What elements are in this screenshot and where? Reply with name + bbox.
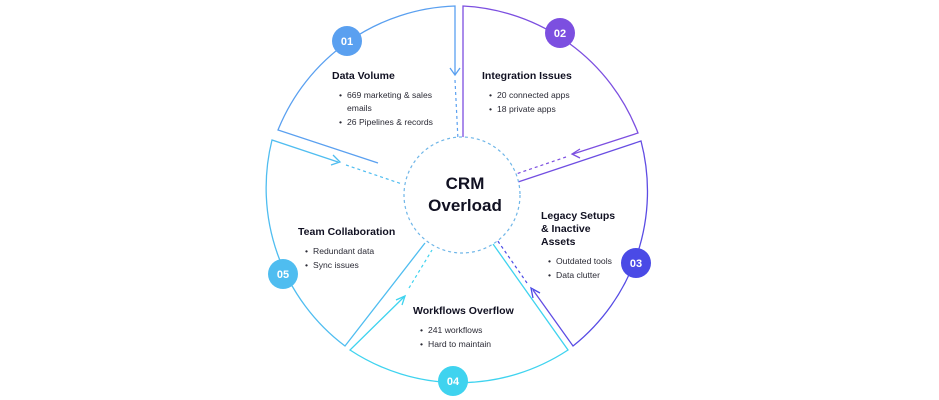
- connector-03: [494, 236, 528, 284]
- segment-03-bullets: Outdated tools Data clutter: [541, 255, 625, 282]
- arrowhead-05: [330, 154, 342, 166]
- badge-05-circle: [268, 259, 298, 289]
- segment-01-bullets: 669 marketing & sales emails 26 Pipeline…: [332, 89, 450, 129]
- connector-02: [509, 156, 567, 177]
- badge-02-circle: [545, 18, 575, 48]
- badge-05-number: 05: [277, 269, 289, 281]
- center-title-line2: Overload: [428, 196, 502, 215]
- segment-01-text: Data Volume 669 marketing & sales emails…: [332, 70, 450, 130]
- arrowhead-04: [395, 294, 407, 306]
- segment-01-title: Data Volume: [332, 70, 395, 82]
- badge-01-number: 01: [341, 36, 353, 48]
- segment-04-bullets: 241 workflows Hard to maintain: [413, 324, 533, 351]
- badge-02-number: 02: [554, 28, 566, 40]
- segment-01-bullet-2: 26 Pipelines & records: [339, 116, 450, 129]
- badge-03-number: 03: [630, 258, 642, 270]
- segment-01-bullet-1: 669 marketing & sales emails: [339, 89, 450, 115]
- segment-02-bullet-2: 18 private apps: [489, 103, 602, 116]
- connector-01: [454, 79, 459, 141]
- segment-02-title: Integration Issues: [482, 70, 572, 82]
- segment-05-bullets: Redundant data Sync issues: [298, 245, 408, 272]
- segment-03-text: Legacy Setups & Inactive Assets Outdated…: [541, 210, 625, 283]
- center-circle: [403, 136, 521, 254]
- arrowhead-01: [449, 67, 461, 77]
- connector-04: [408, 249, 433, 289]
- arrowhead-02: [570, 148, 581, 159]
- badge-02: 02: [545, 18, 575, 48]
- segment-03-title: Legacy Setups & Inactive Assets: [541, 210, 616, 248]
- center-title: CRM Overload: [405, 173, 525, 217]
- center-title-line1: CRM: [445, 174, 485, 193]
- arrowhead-03: [530, 286, 541, 299]
- segment-02-bullets: 20 connected apps 18 private apps: [482, 89, 602, 116]
- segment-03-bullet-2: Data clutter: [548, 269, 625, 282]
- segment-outline-05: [265, 139, 426, 347]
- badge-01: 01: [332, 26, 362, 56]
- segment-05-title: Team Collaboration: [298, 226, 396, 238]
- segment-04-bullet-1: 241 workflows: [420, 324, 533, 337]
- segment-02-bullet-1: 20 connected apps: [489, 89, 602, 102]
- badge-04-circle: [438, 366, 468, 396]
- badge-04-number: 04: [447, 376, 460, 388]
- badge-05: 05: [268, 259, 298, 289]
- badge-03: 03: [621, 248, 651, 278]
- segment-03-bullet-1: Outdated tools: [548, 255, 625, 268]
- connector-05: [345, 164, 403, 185]
- segment-04-title: Workflows Overflow: [413, 305, 514, 317]
- segment-02-text: Integration Issues 20 connected apps 18 …: [482, 70, 602, 117]
- segment-04-bullet-2: Hard to maintain: [420, 338, 533, 351]
- badge-03-circle: [621, 248, 651, 278]
- segment-05-text: Team Collaboration Redundant data Sync i…: [298, 226, 408, 273]
- segment-05-bullet-2: Sync issues: [305, 259, 408, 272]
- segment-05-bullet-1: Redundant data: [305, 245, 408, 258]
- segment-04-text: Workflows Overflow 241 workflows Hard to…: [413, 305, 533, 352]
- badge-04: 04: [438, 366, 468, 396]
- badge-01-circle: [332, 26, 362, 56]
